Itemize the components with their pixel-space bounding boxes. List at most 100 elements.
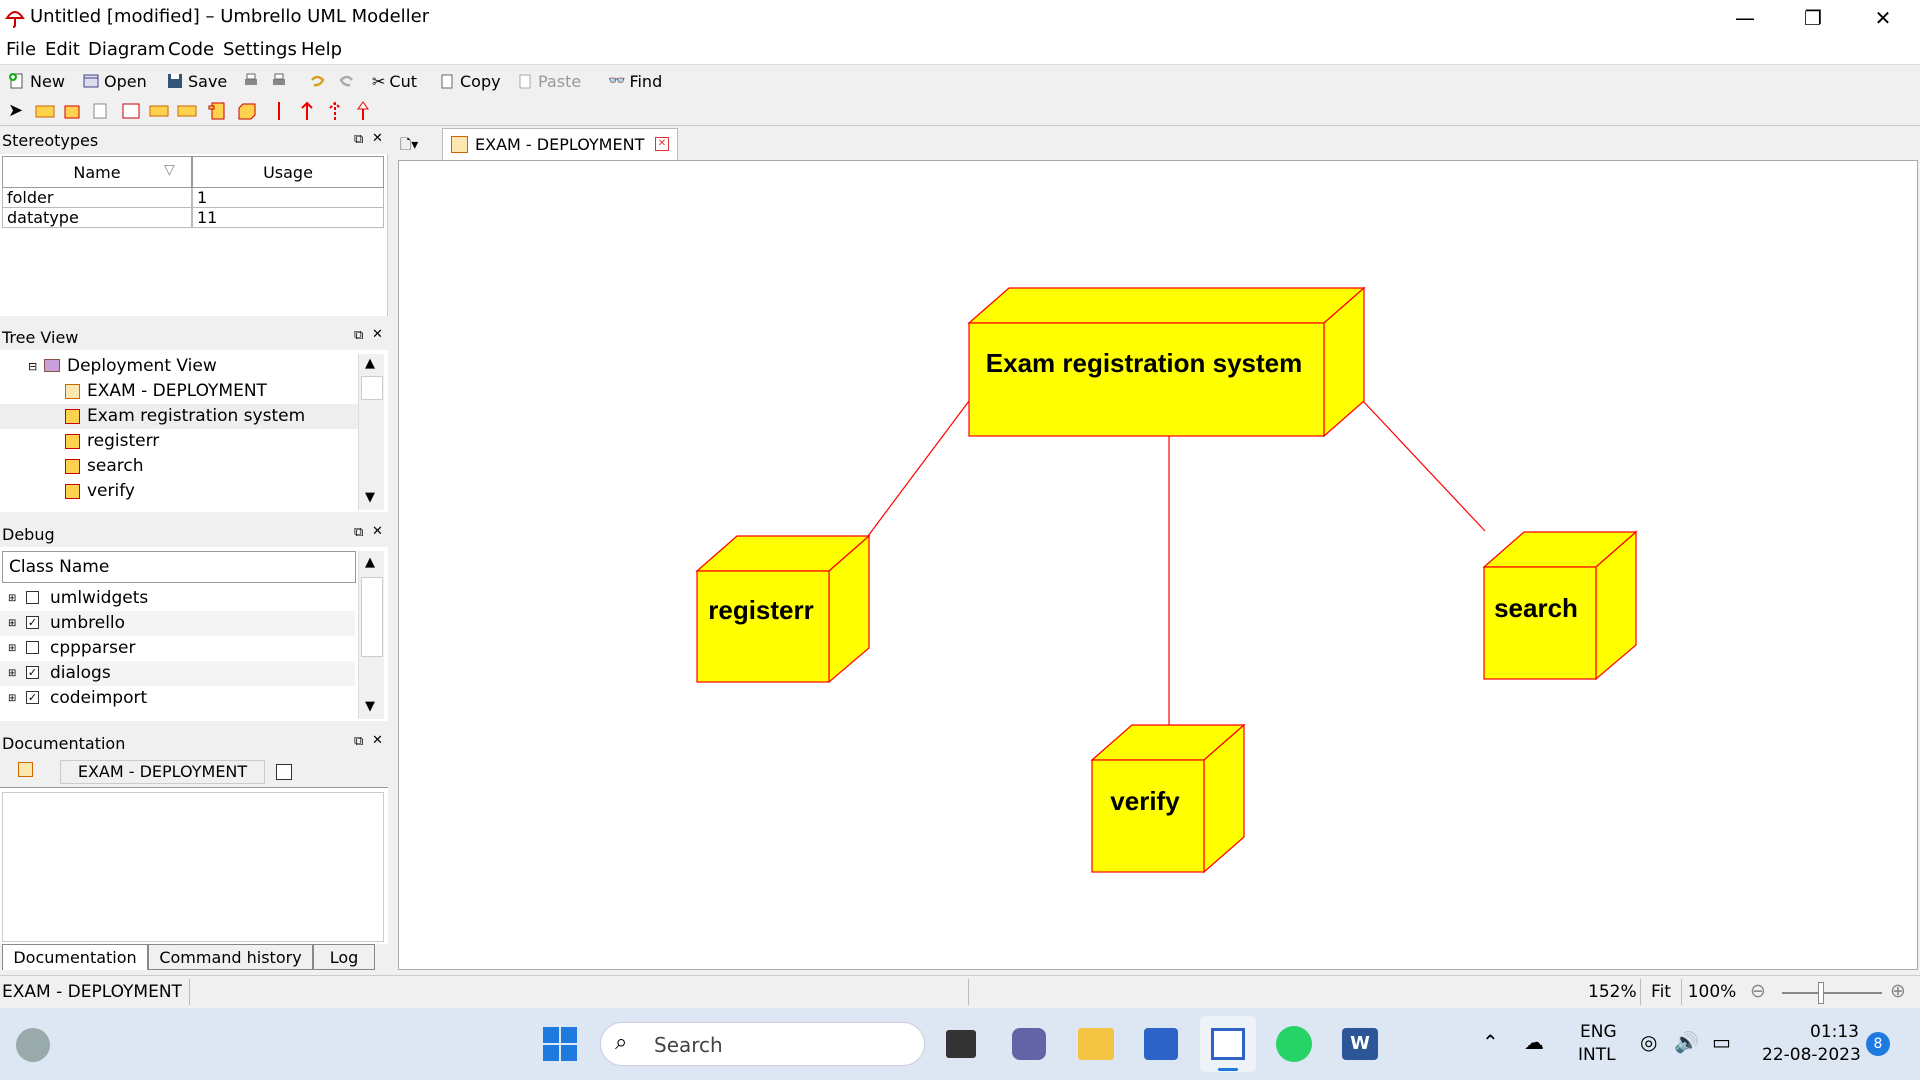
whatsapp-icon[interactable] [1276,1026,1312,1062]
task-view-icon[interactable] [946,1030,976,1058]
weather-icon[interactable] [16,1028,50,1062]
cut-button[interactable]: ✂ Cut [372,69,417,93]
menu-file[interactable]: File [6,39,37,60]
float-icon[interactable]: ⧉ [354,132,364,147]
scroll-up-icon[interactable]: ▲ [365,555,375,570]
zoom-fit-button[interactable]: Fit [1640,979,1682,1005]
close-button[interactable]: ✕ [1874,6,1892,30]
debug-row[interactable]: ⊞ ✓ dialogs [0,661,355,686]
expand-icon[interactable]: ⊞ [8,693,17,704]
rectangle-icon[interactable] [120,100,142,122]
association-icon[interactable] [176,100,198,122]
print-preview-icon[interactable] [270,72,288,90]
tab-command-history[interactable]: Command history [148,944,313,970]
volume-icon[interactable]: 🔊 [1674,1030,1699,1054]
tree-item-node[interactable]: registerr [0,429,355,454]
tree-scrollbar[interactable]: ▲ ▼ [358,354,384,510]
scroll-thumb[interactable] [361,376,383,400]
undo-icon[interactable] [308,72,326,90]
node-verify[interactable]: verify [1090,723,1246,874]
close-icon[interactable]: ✕ [372,524,383,539]
debug-checkbox[interactable]: ✓ [26,616,39,629]
tree-item-node[interactable]: Exam registration system [0,404,360,429]
menu-help[interactable]: Help [301,39,343,60]
debug-row[interactable]: ⊞ ✓ codeimport [0,686,355,711]
onedrive-icon[interactable]: ☁ [1524,1030,1544,1054]
debug-checkbox[interactable] [26,591,39,604]
scroll-down-icon[interactable]: ▼ [365,699,375,714]
float-icon[interactable]: ⧉ [354,734,364,749]
keyboard-layout[interactable]: INTL [1578,1045,1616,1065]
network-icon[interactable]: ◎ [1640,1030,1658,1054]
node-icon[interactable] [236,100,258,122]
float-icon[interactable]: ⧉ [354,525,364,540]
find-button[interactable]: 👓 Find [608,69,662,93]
diagram-tab[interactable]: EXAM - DEPLOYMENT ✕ [442,128,678,160]
association-line[interactable] [1362,400,1486,532]
select-arrow-icon[interactable]: ➤ [8,100,24,121]
close-icon[interactable]: ✕ [372,131,383,146]
debug-row[interactable]: ⊞ cppparser [0,636,355,661]
dashed-arrow-icon[interactable] [324,100,346,122]
debug-row[interactable]: ⊞ ✓ umbrello [0,611,355,636]
tree-item-diagram[interactable]: EXAM - DEPLOYMENT [0,379,355,404]
menu-diagram[interactable]: Diagram [88,39,166,60]
save-button[interactable]: Save [166,69,227,93]
tree-item-node[interactable]: search [0,454,355,479]
text-line-icon[interactable] [34,100,56,122]
language-code[interactable]: ENG [1580,1022,1617,1042]
stereotype-usage-cell[interactable]: 1 [192,188,384,208]
anchor-icon[interactable] [148,100,170,122]
stereotype-name-cell[interactable]: folder [2,188,192,208]
windows-start-icon[interactable] [542,1026,578,1062]
tree-item-node[interactable]: verify [0,479,355,504]
tab-documentation[interactable]: Documentation [2,944,148,970]
paste-button[interactable]: Paste [516,69,581,93]
microsoft-store-icon[interactable] [1144,1028,1178,1060]
expand-icon[interactable]: ⊞ [8,593,17,604]
expand-icon[interactable]: ⊞ [8,618,17,629]
collapse-icon[interactable]: ⊟ [28,360,38,373]
open-button[interactable]: Open [82,69,147,93]
dependency-arrow-icon[interactable] [296,100,318,122]
expand-icon[interactable]: ⊞ [8,668,17,679]
copy-button[interactable]: Copy [438,69,501,93]
stereotypes-col-usage[interactable]: Usage [192,156,384,188]
zoom-in-icon[interactable]: ⊕ [1890,980,1906,1002]
new-diagram-menu-icon[interactable]: 🗋▾ [400,137,419,153]
clock-time[interactable]: 01:13 [1810,1022,1859,1042]
zoom-100-button[interactable]: 100% [1687,982,1737,1002]
close-icon[interactable]: ✕ [372,327,383,342]
stereotypes-col-name[interactable]: Name [2,156,192,188]
menu-edit[interactable]: Edit [45,39,80,60]
minimize-button[interactable]: — [1735,6,1755,30]
zoom-out-icon[interactable]: ⊖ [1750,980,1766,1002]
battery-icon[interactable]: ▭ [1712,1030,1731,1054]
expand-icon[interactable]: ⊞ [8,643,17,654]
zoom-slider[interactable] [1782,992,1882,994]
node-registerr[interactable]: registerr [695,534,871,684]
menu-settings[interactable]: Settings [223,39,297,60]
documentation-text-area[interactable] [2,792,384,942]
print-icon[interactable] [242,72,260,90]
stereotype-usage-cell[interactable]: 11 [192,208,384,228]
float-icon[interactable]: ⧉ [354,328,364,343]
node-search[interactable]: search [1482,530,1638,681]
tab-log[interactable]: Log [313,944,375,970]
component-icon[interactable] [206,100,228,122]
debug-checkbox[interactable]: ✓ [26,666,39,679]
stereotype-name-cell[interactable]: datatype [2,208,192,228]
box-icon[interactable] [62,100,84,122]
notification-badge[interactable]: 8 [1866,1032,1890,1056]
red-line-icon[interactable] [268,100,290,122]
debug-checkbox[interactable]: ✓ [26,691,39,704]
scroll-thumb[interactable] [361,577,383,657]
scroll-up-icon[interactable]: ▲ [365,356,375,371]
close-icon[interactable]: ✕ [372,733,383,748]
debug-row[interactable]: ⊞ umlwidgets [0,586,355,611]
debug-checkbox[interactable] [26,641,39,654]
association-line[interactable] [867,400,970,537]
zoom-slider-handle[interactable] [1818,982,1824,1004]
word-icon[interactable]: W [1342,1028,1378,1060]
file-explorer-icon[interactable] [1078,1028,1114,1060]
